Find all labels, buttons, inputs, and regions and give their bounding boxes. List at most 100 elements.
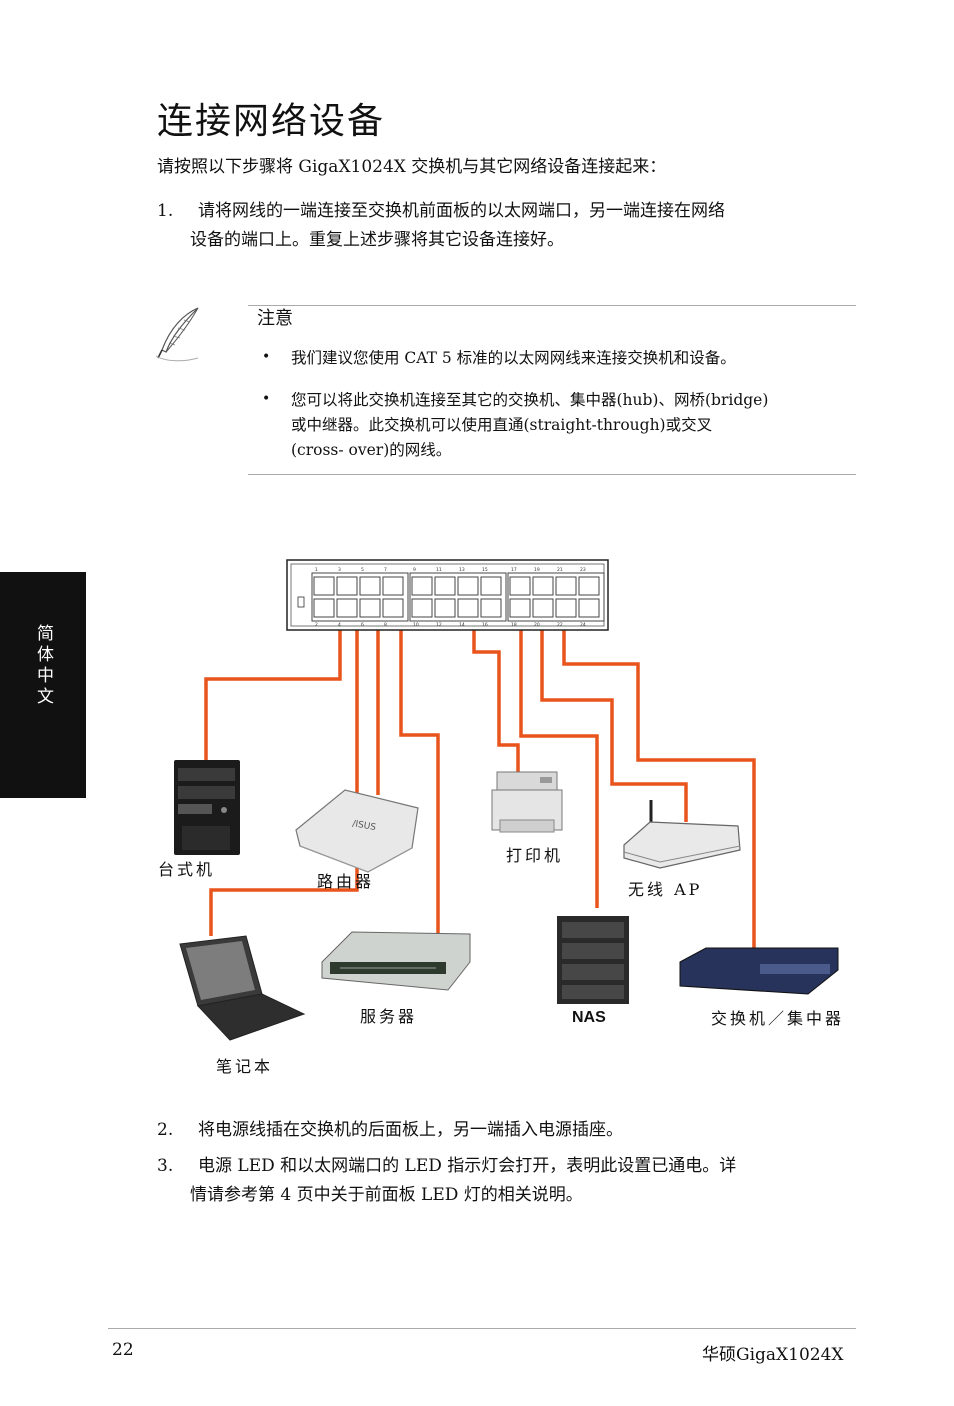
- cable-laptop: [209, 621, 359, 936]
- port-number-top: 15: [482, 567, 488, 573]
- ethernet-port: [532, 576, 554, 596]
- note-bottom-rule: [248, 474, 856, 475]
- svg-text:/ISUS: /ISUS: [351, 819, 376, 833]
- cable-desktop: [204, 621, 342, 760]
- label-printer: 打印机: [506, 846, 564, 865]
- note-item-2-line1: 您可以将此交换机连接至其它的交换机、集中器(hub)、网桥(bridge): [291, 391, 769, 409]
- desktop-computer-icon: [174, 760, 240, 855]
- switch-hub-icon: [679, 947, 839, 995]
- ethernet-port: [359, 598, 381, 618]
- cable-server: [399, 621, 440, 934]
- ethernet-port: [434, 598, 456, 618]
- label-server: 服务器: [360, 1007, 418, 1026]
- step-3-number: 3.: [157, 1156, 174, 1176]
- ethernet-port: [509, 598, 531, 618]
- port-group: [409, 572, 507, 622]
- port-number-top: 7: [384, 567, 387, 573]
- step-1-line2: 设备的端口上。重复上述步骤将其它设备连接好。: [190, 230, 564, 250]
- port-number-top: 23: [580, 567, 586, 573]
- step-3-line2: 情请参考第 4 页中关于前面板 LED 灯的相关说明。: [190, 1185, 583, 1205]
- printer-icon: [491, 771, 563, 833]
- port-number-top: 21: [557, 567, 563, 573]
- ethernet-port: [382, 576, 404, 596]
- port-number-top: 5: [361, 567, 364, 573]
- cable-nas: [519, 621, 599, 908]
- note-heading: 注意: [257, 308, 293, 329]
- port-number-bottom: 2: [315, 622, 318, 628]
- port-number-top: 11: [436, 567, 442, 573]
- step-3-line1: 电源 LED 和以太网端口的 LED 指示灯会打开，表明此设置已通电。详: [198, 1156, 737, 1176]
- ethernet-port: [578, 576, 600, 596]
- server-icon: [321, 931, 471, 991]
- port-number-bottom: 22: [557, 622, 563, 628]
- port-number-bottom: 12: [436, 622, 442, 628]
- port-number-top: 17: [511, 567, 517, 573]
- port-number-bottom: 24: [580, 622, 586, 628]
- port-number-bottom: 14: [459, 622, 465, 628]
- port-number-bottom: 20: [534, 622, 540, 628]
- ethernet-port: [359, 576, 381, 596]
- ethernet-port: [411, 598, 433, 618]
- note-item-1: 我们建议您使用 CAT 5 标准的以太网网线来连接交换机和设备。: [291, 349, 736, 367]
- ethernet-port: [555, 576, 577, 596]
- step-1-number: 1.: [157, 201, 174, 221]
- language-side-tab-label: 简体中文: [33, 624, 53, 708]
- cable-printer: [472, 621, 520, 772]
- ethernet-port: [480, 576, 502, 596]
- port-number-top: 3: [338, 567, 341, 573]
- step-1-line1: 请将网线的一端连接至交换机前面板的以太网端口，另一端连接在网络: [198, 201, 725, 221]
- port-number-top: 19: [534, 567, 540, 573]
- step-2-number: 2.: [157, 1120, 174, 1140]
- ethernet-port: [457, 598, 479, 618]
- ethernet-port: [313, 576, 335, 596]
- intro-text: 请按照以下步骤将 GigaX1024X 交换机与其它网络设备连接起来：: [157, 157, 667, 177]
- label-wireless-ap: 无线 AP: [628, 880, 703, 899]
- ethernet-port: [509, 576, 531, 596]
- ethernet-port: [578, 598, 600, 618]
- ethernet-port: [382, 598, 404, 618]
- port-number-top: 13: [459, 567, 465, 573]
- ethernet-port: [532, 598, 554, 618]
- language-side-tab: 简体中文: [0, 572, 86, 798]
- label-router: 路由器: [317, 872, 375, 891]
- label-switch-hub: 交换机／集中器: [711, 1009, 845, 1028]
- port-number-bottom: 4: [338, 622, 341, 628]
- page-number: 22: [112, 1340, 134, 1360]
- port-number-bottom: 16: [482, 622, 488, 628]
- cable-wireless-ap: [540, 621, 688, 822]
- bullet-icon: •: [262, 391, 271, 407]
- label-nas: NAS: [572, 1009, 606, 1026]
- footer-product-name: 华硕GigaX1024X: [702, 1345, 844, 1365]
- port-number-top: 1: [315, 567, 318, 573]
- ethernet-port: [336, 598, 358, 618]
- ethernet-port: [313, 598, 335, 618]
- port-number-bottom: 18: [511, 622, 517, 628]
- label-desktop: 台式机: [158, 860, 216, 879]
- ethernet-port: [336, 576, 358, 596]
- feather-pen-icon: [154, 306, 202, 362]
- ethernet-port: [434, 576, 456, 596]
- port-group: [311, 572, 409, 622]
- router-icon: /ISUS: [295, 789, 419, 873]
- port-number-bottom: 6: [361, 622, 364, 628]
- step-2-line1: 将电源线插在交换机的后面板上，另一端插入电源插座。: [198, 1120, 623, 1140]
- ethernet-port: [555, 598, 577, 618]
- bullet-icon: •: [262, 349, 271, 365]
- ethernet-port: [480, 598, 502, 618]
- port-group: [507, 572, 605, 622]
- ethernet-port: [457, 576, 479, 596]
- note-top-rule: [248, 305, 856, 306]
- port-number-bottom: 10: [413, 622, 419, 628]
- port-number-bottom: 8: [384, 622, 387, 628]
- cable-switch-hub: [562, 621, 756, 958]
- footer-rule: [108, 1328, 856, 1329]
- port-number-top: 9: [413, 567, 416, 573]
- wireless-ap-icon: [623, 800, 741, 869]
- note-item-2-line2: 或中继器。此交换机可以使用直通(straight-through)或交叉: [291, 416, 713, 434]
- ethernet-cables: [204, 621, 756, 958]
- nas-icon: [557, 916, 629, 1004]
- laptop-icon: [179, 935, 306, 1041]
- note-item-2-line3: (cross- over)的网线。: [291, 441, 452, 459]
